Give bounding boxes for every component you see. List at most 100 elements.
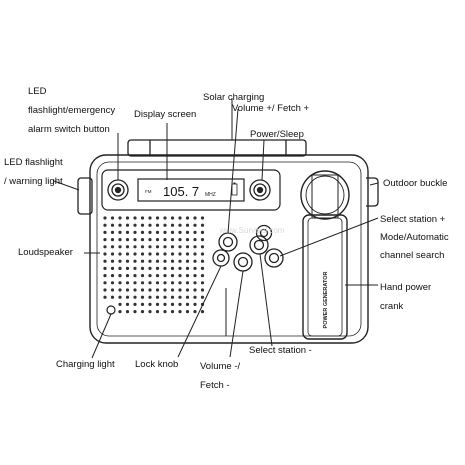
- label-crank-line1: Hand power: [380, 282, 432, 293]
- grille-hole: [185, 310, 190, 314]
- grille-hole: [118, 281, 122, 285]
- grille-hole: [170, 238, 175, 242]
- leader-volume-plus: [227, 108, 239, 234]
- volume-plus-button[interactable]: [218, 232, 238, 252]
- led-switch-button[interactable]: [107, 179, 129, 201]
- label-outdoor-buckle: Outdoor buckle: [383, 178, 448, 189]
- grille-hole: [118, 252, 122, 256]
- grille-hole: [133, 274, 137, 278]
- grille-hole: [178, 281, 182, 285]
- label-led-flashlight: LED flashlight / warning light: [4, 153, 63, 191]
- grille-hole: [118, 259, 122, 263]
- grille-hole: [170, 245, 175, 249]
- grille-hole: [163, 310, 167, 314]
- grille-hole: [110, 259, 115, 263]
- grille-hole: [178, 310, 182, 314]
- label-led-flashlight-line1: LED flashlight: [4, 157, 63, 168]
- grille-hole: [125, 252, 130, 256]
- grille-hole: [193, 302, 197, 306]
- grille-hole: [103, 266, 107, 270]
- grille-hole: [178, 266, 182, 270]
- label-select-plus-line2: Mode/Automatic: [380, 232, 449, 243]
- leader-select-minus: [259, 253, 273, 347]
- grille-hole: [118, 223, 122, 227]
- grille-hole: [125, 259, 130, 263]
- grille-hole: [103, 281, 107, 285]
- grille-hole: [125, 310, 130, 314]
- grille-hole: [103, 252, 107, 256]
- grille-hole: [200, 252, 205, 256]
- grille-hole: [140, 288, 145, 292]
- grille-hole: [148, 295, 152, 299]
- leader-select-plus: [279, 217, 379, 257]
- grille-hole: [155, 245, 160, 249]
- leader-volume-minus: [229, 270, 244, 358]
- grille-hole: [170, 288, 175, 292]
- grille-hole: [148, 274, 152, 278]
- grille-hole: [163, 281, 167, 285]
- grille-hole: [178, 216, 182, 220]
- display-panel: [101, 169, 281, 211]
- grille-hole: [155, 288, 160, 292]
- grille-hole: [148, 310, 152, 314]
- led-flashlight-housing: [77, 177, 93, 215]
- grille-hole: [185, 259, 190, 263]
- grille-hole: [118, 245, 122, 249]
- hand-crank[interactable]: [300, 170, 350, 340]
- grille-hole: [193, 230, 197, 234]
- grille-hole: [103, 238, 107, 242]
- label-led-switch-line2: flashlight/emergency: [28, 105, 116, 116]
- outdoor-buckle: [366, 177, 379, 207]
- grille-hole: [140, 216, 145, 220]
- grille-hole: [110, 238, 115, 242]
- grille-hole: [118, 274, 122, 278]
- grille-hole: [155, 281, 160, 285]
- label-crank-line2: crank: [380, 301, 404, 312]
- grille-hole: [118, 216, 122, 220]
- label-loudspeaker: Loudspeaker: [18, 247, 73, 258]
- mode-button[interactable]: [255, 224, 273, 242]
- grille-hole: [140, 295, 145, 299]
- label-select-plus-line3: channel search: [380, 250, 445, 261]
- grille-hole: [125, 238, 130, 242]
- label-select-plus-line1: Select station +: [380, 214, 446, 225]
- grille-hole: [133, 288, 137, 292]
- grille-hole: [200, 245, 205, 249]
- grille-hole: [140, 259, 145, 263]
- grille-hole: [185, 288, 190, 292]
- grille-hole: [155, 252, 160, 256]
- grille-hole: [193, 252, 197, 256]
- grille-hole: [155, 302, 160, 306]
- grille-hole: [163, 238, 167, 242]
- lock-knob[interactable]: [212, 249, 230, 267]
- select-station-minus-button[interactable]: [249, 235, 269, 255]
- power-sleep-button[interactable]: [249, 179, 271, 201]
- select-station-plus-button[interactable]: [264, 248, 284, 268]
- grille-hole: [140, 310, 145, 314]
- label-volume-fetch-minus: Volume -/ Fetch -: [200, 357, 240, 395]
- label-hand-power-crank: Hand power crank: [380, 278, 431, 316]
- grille-hole: [163, 302, 167, 306]
- grille-hole: [140, 281, 145, 285]
- grille-hole: [170, 295, 175, 299]
- grille-hole: [178, 223, 182, 227]
- grille-hole: [118, 288, 122, 292]
- grille-hole: [125, 230, 130, 234]
- grille-hole: [163, 266, 167, 270]
- volume-minus-button[interactable]: [233, 252, 253, 272]
- grille-hole: [148, 245, 152, 249]
- grille-hole: [110, 230, 115, 234]
- grille-hole: [163, 288, 167, 292]
- grille-hole: [185, 223, 190, 227]
- leader-outdoor-buckle: [369, 182, 379, 186]
- leader-led-flashlight: [53, 180, 80, 191]
- grille-hole: [200, 259, 205, 263]
- leader-lock-knob: [177, 265, 222, 358]
- grille-hole: [170, 310, 175, 314]
- grille-hole: [125, 274, 130, 278]
- grille-hole: [170, 216, 175, 220]
- grille-hole: [155, 266, 160, 270]
- grille-hole: [148, 223, 152, 227]
- speaker-grille: [103, 216, 205, 314]
